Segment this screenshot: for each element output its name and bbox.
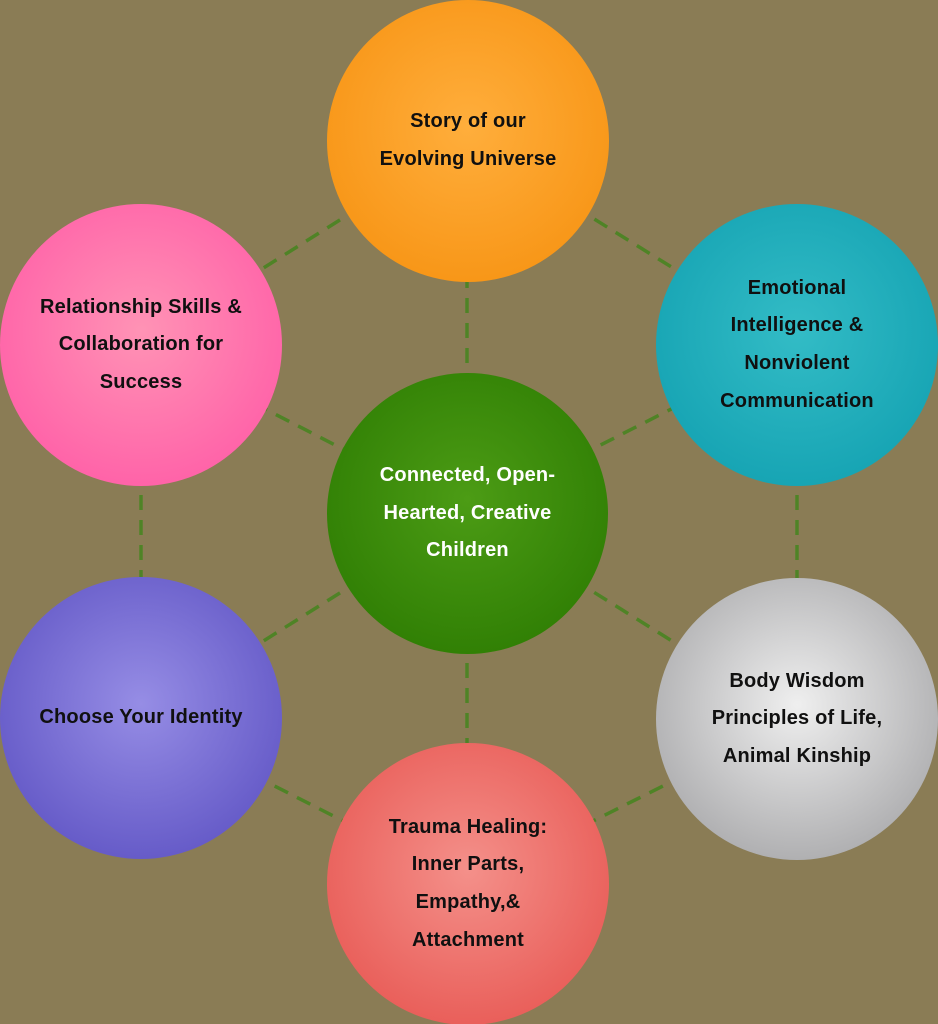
node-body-wisdom: Body Wisdom Principles of Life, Animal K… xyxy=(656,578,938,860)
node-relationship-skills: Relationship Skills & Collaboration for … xyxy=(0,204,282,486)
node-trauma-healing: Trauma Healing: Inner Parts, Empathy,& A… xyxy=(327,743,609,1024)
node-relationship-skills-label: Relationship Skills & Collaboration for … xyxy=(39,295,243,393)
node-connected-children-label: Connected, Open- Hearted, Creative Child… xyxy=(379,464,556,562)
node-trauma-healing-label: Trauma Healing: Inner Parts, Empathy,& A… xyxy=(388,815,548,951)
node-body-wisdom-label: Body Wisdom Principles of Life, Animal K… xyxy=(711,669,883,767)
node-connected-children: Connected, Open- Hearted, Creative Child… xyxy=(327,373,608,654)
node-emotional-intelligence: Emotional Intelligence & Nonviolent Comm… xyxy=(656,204,938,486)
node-choose-identity: Choose Your Identity xyxy=(0,577,282,859)
node-emotional-intelligence-label: Emotional Intelligence & Nonviolent Comm… xyxy=(720,276,874,412)
node-evolving-universe-label: Story of our Evolving Universe xyxy=(379,110,557,170)
node-evolving-universe: Story of our Evolving Universe xyxy=(327,0,609,282)
node-choose-identity-label: Choose Your Identity xyxy=(39,706,243,729)
